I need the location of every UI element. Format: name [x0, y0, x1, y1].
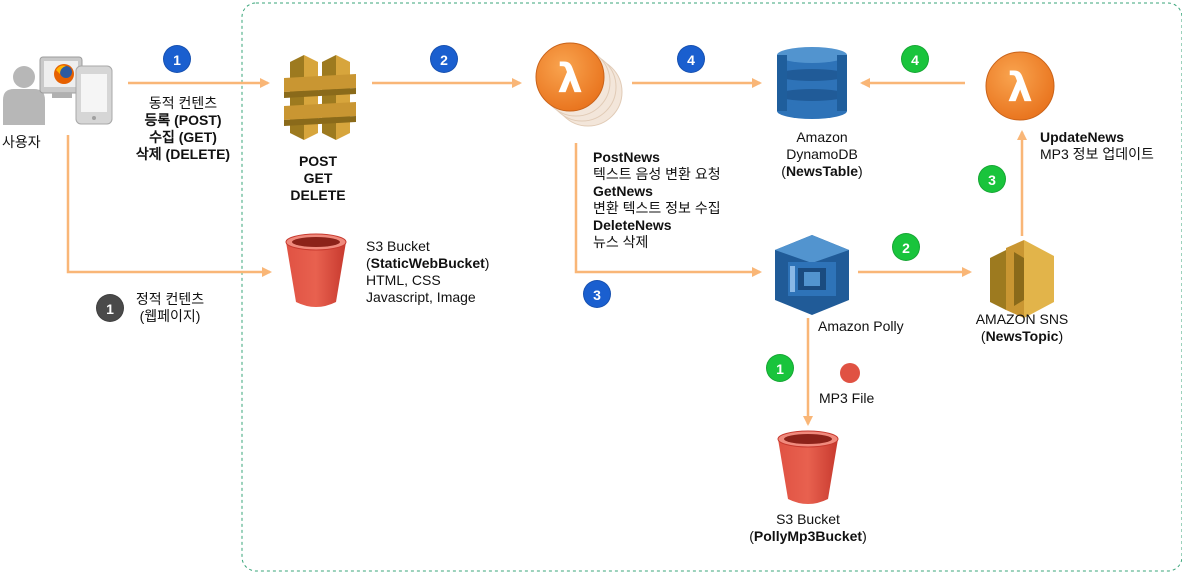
- s3-static-line3: HTML, CSS: [366, 272, 441, 288]
- step-badge: 4: [677, 45, 705, 73]
- sns-line1: AMAZON SNS: [975, 311, 1069, 327]
- getnews-desc: 변환 텍스트 정보 수집: [593, 200, 721, 216]
- deletenews-name: DeleteNews: [593, 217, 672, 233]
- dynamodb-table-name: NewsTable: [785, 163, 859, 179]
- static-label-line2: (웹페이지): [139, 308, 201, 324]
- flow-label-post: 등록 (POST): [144, 112, 222, 128]
- updatenews-name: UpdateNews: [1040, 129, 1125, 145]
- flow-label-line: 동적 컨텐츠: [148, 95, 218, 111]
- method-post: POST: [298, 153, 338, 169]
- aws-cloud-boundary: [241, 2, 1182, 572]
- dynamodb-label: Amazon DynamoDB (NewsTable): [772, 129, 872, 180]
- arrow-lambda-to-polly: [574, 143, 762, 277]
- sns-icon: [990, 240, 1054, 318]
- flow-label-get: 수집 (GET): [149, 129, 217, 145]
- polly-label: Amazon Polly: [818, 318, 904, 334]
- static-content-label: 정적 컨텐츠 (웹페이지): [130, 291, 210, 325]
- s3-polly-bucket-icon: [777, 430, 839, 504]
- updatenews-desc: MP3 정보 업데이트: [1040, 146, 1154, 162]
- dynamic-content-label: 동적 컨텐츠 등록 (POST) 수집 (GET) 삭제 (DELETE): [128, 95, 238, 163]
- api-methods: POST GET DELETE: [270, 153, 366, 204]
- dynamodb-icon: [777, 47, 847, 119]
- step-badge: 1: [163, 45, 191, 73]
- method-delete: DELETE: [290, 187, 346, 203]
- api-gateway-icon: [284, 55, 356, 140]
- update-lambda-icon: λ: [985, 51, 1055, 121]
- deletenews-desc: 뉴스 삭제: [593, 234, 649, 250]
- step-badge: 3: [978, 165, 1006, 193]
- postnews-desc: 텍스트 음성 변환 요청: [593, 166, 721, 182]
- s3-static-label: S3 Bucket (StaticWebBucket) HTML, CSS Ja…: [366, 238, 490, 305]
- s3-polly-title: S3 Bucket: [776, 511, 840, 527]
- step-badge: 4: [901, 45, 929, 73]
- lambda-functions-label: PostNews 텍스트 음성 변환 요청 GetNews 변환 텍스트 정보 …: [593, 149, 721, 251]
- step-badge: 1: [96, 294, 124, 322]
- method-get: GET: [303, 170, 333, 186]
- s3-static-name: StaticWebBucket: [370, 255, 485, 271]
- mp3-file-label: MP3 File: [819, 390, 875, 406]
- sns-label: AMAZON SNS (NewsTopic): [962, 311, 1082, 345]
- mp3-file-icon: [840, 363, 860, 383]
- user-label: 사용자: [2, 134, 41, 150]
- step-badge: 1: [766, 354, 794, 382]
- dynamodb-line2: DynamoDB: [786, 146, 858, 162]
- flow-label-delete: 삭제 (DELETE): [135, 146, 231, 162]
- static-label-line1: 정적 컨텐츠: [135, 291, 205, 307]
- step-badge: 2: [892, 233, 920, 261]
- svg-text:λ: λ: [1007, 65, 1032, 111]
- update-lambda-label: UpdateNews MP3 정보 업데이트: [1040, 129, 1154, 163]
- user-icon: [3, 56, 113, 125]
- s3-static-title: S3 Bucket: [366, 238, 430, 254]
- s3-polly-label: S3 Bucket (PollyMp3Bucket): [738, 511, 878, 545]
- postnews-name: PostNews: [593, 149, 660, 165]
- arrow-user-to-s3: [66, 135, 272, 277]
- s3-static-bucket-icon: [285, 233, 347, 307]
- step-badge: 2: [430, 45, 458, 73]
- getnews-name: GetNews: [593, 183, 653, 199]
- polly-icon: [775, 235, 849, 315]
- dynamodb-line1: Amazon: [796, 129, 848, 145]
- svg-text:λ: λ: [557, 56, 582, 102]
- step-badge: 3: [583, 280, 611, 308]
- s3-polly-name: PollyMp3Bucket: [753, 528, 863, 544]
- lambda-icon: λ: [535, 42, 623, 127]
- sns-topic-name: NewsTopic: [985, 328, 1059, 344]
- s3-static-line4: Javascript, Image: [366, 289, 476, 305]
